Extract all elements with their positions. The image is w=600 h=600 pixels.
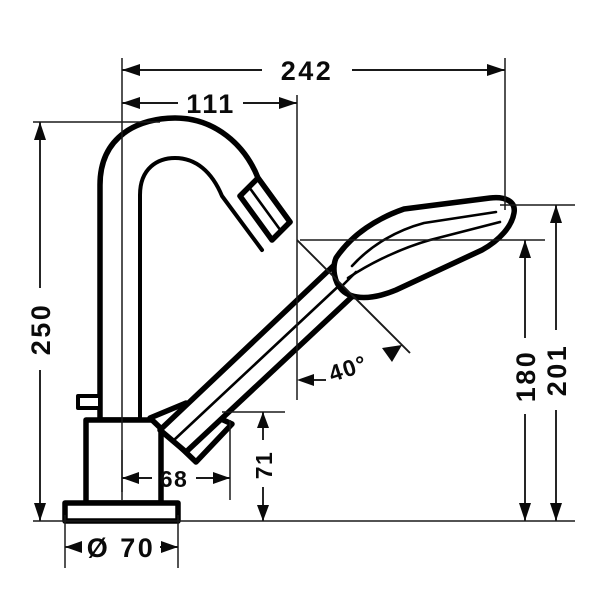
head-body <box>331 194 517 301</box>
spout-inner-outline <box>138 156 264 422</box>
handshower-head <box>331 194 517 301</box>
dim-111-label: 111 <box>186 89 236 119</box>
dimension-71: 71 <box>251 412 277 521</box>
dim-180-arrow-top <box>519 240 531 258</box>
dim-angle-40-label: 40° <box>326 350 371 387</box>
dim-71-label: 71 <box>251 451 277 480</box>
extension-lines <box>33 58 575 568</box>
dimension-250: 250 <box>26 122 56 521</box>
dim-d70-label: Ø 70 <box>87 533 156 563</box>
side-lever-nub <box>76 394 102 410</box>
dimension-d70: Ø 70 <box>65 533 178 563</box>
dim-201-arrow-bottom <box>550 503 562 521</box>
head-rib-upper <box>350 210 498 268</box>
dim-242-arrow-right <box>487 64 505 76</box>
angle-ray-line <box>296 239 411 354</box>
dim-180-label: 180 <box>511 350 541 403</box>
base-plate <box>62 500 181 524</box>
dim-68-arrow-right <box>213 472 230 484</box>
dim-68-label: 68 <box>160 466 189 492</box>
dim-71-arrow-top <box>257 412 269 428</box>
dim-250-label: 250 <box>26 303 56 356</box>
spout-outlet <box>237 175 293 243</box>
spout-outer-outline <box>97 115 293 423</box>
dim-180-arrow-bottom <box>519 503 531 521</box>
dim-250-arrow-bottom <box>34 503 46 521</box>
dim-d70-arrow-right <box>161 541 178 553</box>
dim-111-arrow-left <box>122 97 140 109</box>
dimension-201: 201 <box>542 205 572 521</box>
angle-arrow-vertical <box>297 374 314 386</box>
dim-111-arrow-right <box>279 97 297 109</box>
dimension-111: 111 <box>122 89 297 119</box>
dim-242-arrow-left <box>122 64 140 76</box>
holder-cradle-edge <box>148 401 188 420</box>
outlet-collar-detail <box>247 185 283 233</box>
dim-71-arrow-bottom <box>257 505 269 521</box>
dim-68-arrow-left <box>122 472 139 484</box>
base-housing <box>83 417 164 506</box>
handshower-handle-detail <box>172 264 362 442</box>
angle-arrow-diagonal <box>382 345 402 362</box>
head-neck-detail <box>340 270 358 288</box>
dimension-180: 180 <box>511 240 541 521</box>
dim-250-arrow-top <box>34 122 46 140</box>
dimension-68: 68 <box>122 466 230 492</box>
dim-201-arrow-top <box>550 205 562 223</box>
dim-201-label: 201 <box>542 344 572 397</box>
dim-242-label: 242 <box>281 56 334 86</box>
dim-d70-arrow-left <box>65 541 82 553</box>
dimension-242: 242 <box>122 56 505 86</box>
faucet-part-geometry <box>62 115 517 524</box>
